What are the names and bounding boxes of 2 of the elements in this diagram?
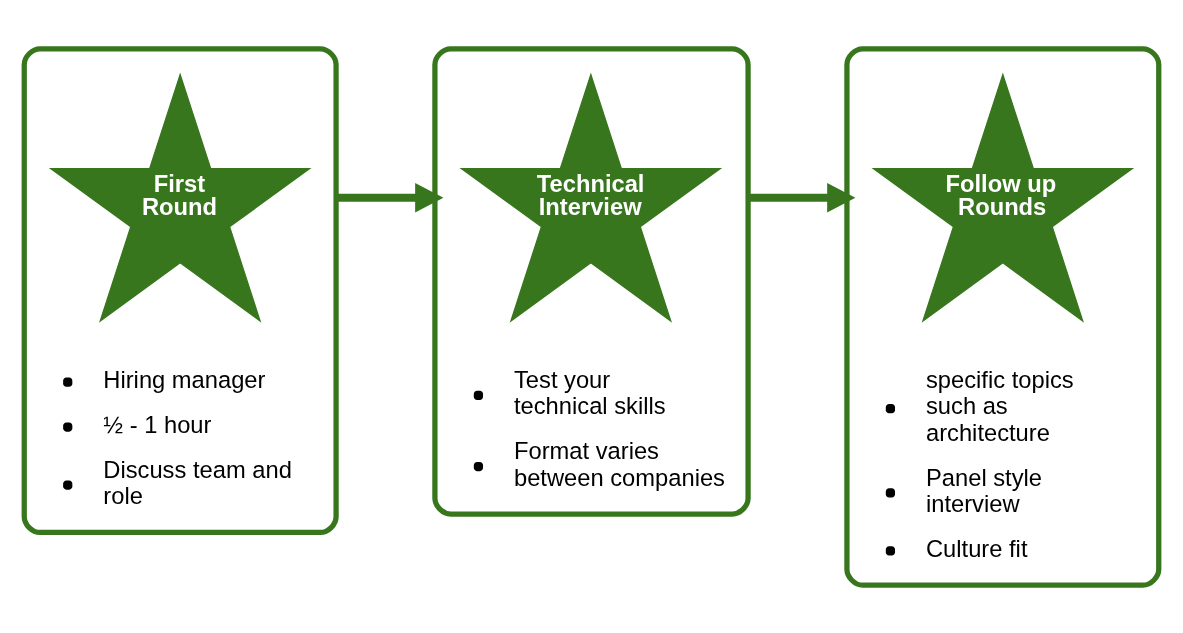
arrow xyxy=(748,182,856,213)
arrow xyxy=(336,182,444,213)
